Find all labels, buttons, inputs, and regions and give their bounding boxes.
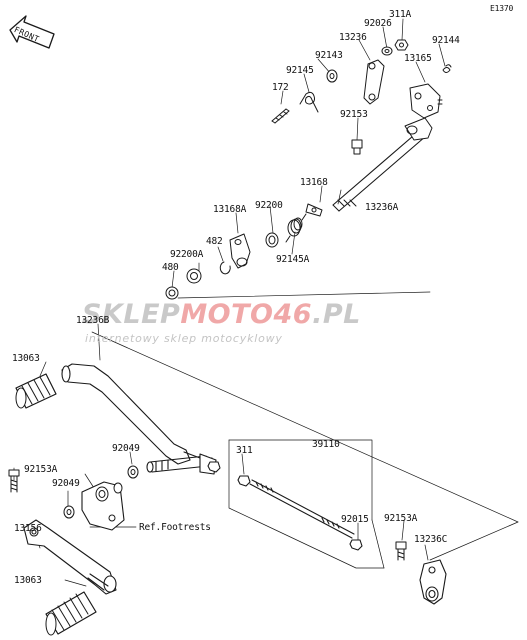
part-92144-spring xyxy=(442,64,452,73)
assembly-guide-lines xyxy=(91,291,519,561)
part-480-collar xyxy=(165,286,179,300)
label-13236a: 13236A xyxy=(365,202,399,213)
part-92200-washer xyxy=(265,232,279,248)
part-13236-lever xyxy=(363,59,385,105)
part-92153a-bolt-left xyxy=(8,469,20,493)
part-92049-washer-left xyxy=(63,505,75,519)
label-13156: 13156 xyxy=(14,523,42,534)
label-480: 480 xyxy=(162,262,179,273)
label-92049-left: 92049 xyxy=(52,478,80,489)
part-92145-spring xyxy=(299,91,319,113)
label-92153a-right: 92153A xyxy=(384,513,418,524)
label-13168: 13168 xyxy=(300,177,328,188)
part-13168-lever xyxy=(305,203,323,217)
diagram-id: E1370 xyxy=(490,4,514,13)
label-172: 172 xyxy=(272,82,289,93)
label-92015: 92015 xyxy=(341,514,369,525)
label-482: 482 xyxy=(206,236,223,247)
part-13236c-lever xyxy=(419,559,447,605)
label-92026: 92026 xyxy=(364,18,392,29)
part-13236a-shift-shaft xyxy=(332,117,433,212)
label-92143: 92143 xyxy=(315,50,343,61)
label-92145: 92145 xyxy=(286,65,314,76)
part-92153-bolt xyxy=(351,139,363,155)
label-311a: 311A xyxy=(389,9,412,20)
label-13168a: 13168A xyxy=(213,204,247,215)
footrest-bracket-ref xyxy=(81,481,125,531)
part-92200a-washer xyxy=(186,268,202,284)
label-13236b: 13236B xyxy=(76,315,110,326)
label-13165: 13165 xyxy=(404,53,432,64)
label-92153a-left: 92153A xyxy=(24,464,58,475)
label-92145a: 92145A xyxy=(276,254,310,265)
part-172-bolt xyxy=(271,108,290,124)
part-13063-rubber-lower xyxy=(45,591,97,636)
leader-lines-upper xyxy=(171,18,446,289)
leader-lines-lower xyxy=(13,323,429,587)
label-92200a: 92200A xyxy=(170,249,204,260)
label-13236: 13236 xyxy=(339,32,367,43)
part-92049-washer-upper xyxy=(127,465,139,479)
part-39110-tie-rod-outline xyxy=(228,439,385,569)
part-13168a-guide xyxy=(229,233,251,269)
label-13236c: 13236C xyxy=(414,534,448,545)
label-92144: 92144 xyxy=(432,35,460,46)
part-311a-nut xyxy=(394,39,409,51)
part-92145a-spring xyxy=(285,213,307,243)
part-92153a-bolt-right xyxy=(395,541,407,561)
label-92153: 92153 xyxy=(340,109,368,120)
part-13156-pedal-arm xyxy=(23,519,117,595)
part-13236b-shift-pedal xyxy=(61,363,221,475)
part-482-circlip xyxy=(219,261,231,275)
part-39110-tie-rod xyxy=(237,475,363,551)
label-92200: 92200 xyxy=(255,200,283,211)
label-ref-footrests: Ref.Footrests xyxy=(139,522,211,533)
label-13063-top: 13063 xyxy=(12,353,40,364)
label-13063-bottom: 13063 xyxy=(14,575,42,586)
part-13165-plate xyxy=(409,83,443,119)
part-92143-collar xyxy=(326,69,338,83)
part-13063-rubber-upper xyxy=(15,373,57,409)
label-92049-top: 92049 xyxy=(112,443,140,454)
front-arrow-icon xyxy=(9,15,55,49)
label-39110: 39110 xyxy=(312,439,340,450)
part-92026-collar xyxy=(381,46,393,56)
label-311: 311 xyxy=(236,445,253,456)
